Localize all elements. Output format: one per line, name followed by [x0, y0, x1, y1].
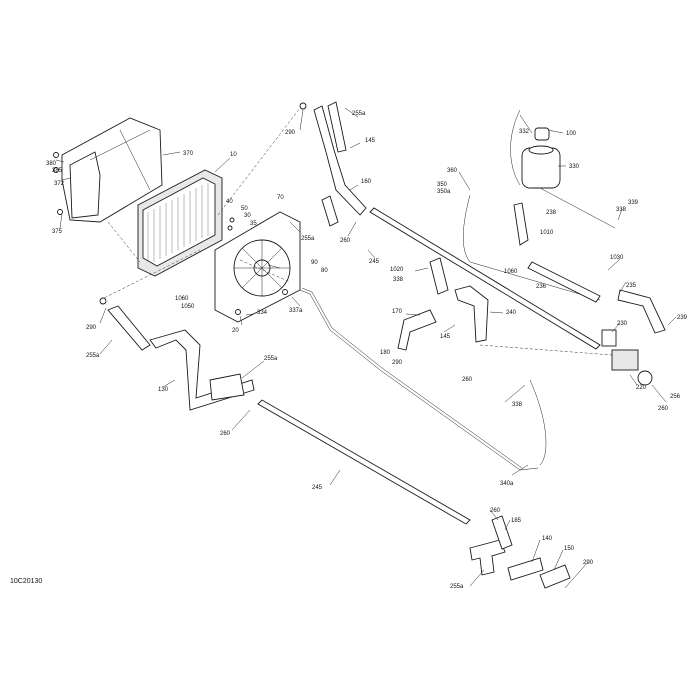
callout: 30: [244, 213, 251, 219]
callout: 255a: [264, 356, 278, 362]
callout: 385: [52, 168, 63, 174]
callout: 145: [440, 334, 451, 340]
callout: 235: [626, 283, 637, 289]
callout: 372: [54, 181, 65, 187]
coolant-expansion-tank: [521, 127, 561, 189]
callout: 238: [546, 210, 557, 216]
callout: 290: [583, 560, 594, 566]
callout: 50: [241, 206, 248, 212]
callout: 140: [542, 536, 553, 542]
callout-labels: 380 385 372 375 370 10 40 50 30 35 70 90…: [46, 111, 688, 590]
callout: 290: [86, 325, 97, 331]
callout: 185: [511, 518, 522, 524]
callout: 340a: [500, 481, 514, 487]
callout: 90: [311, 260, 318, 266]
callout: 245: [312, 485, 323, 491]
callout: 20: [232, 328, 239, 334]
callout: 256: [670, 394, 681, 400]
callout: 375: [52, 229, 63, 235]
fastener: [53, 102, 307, 315]
callout: 338: [616, 207, 627, 213]
callout: 150: [564, 546, 575, 552]
callout: 260: [490, 508, 501, 514]
fan-shroud: [214, 211, 301, 323]
callout: 130: [158, 387, 169, 393]
callout: 70: [277, 195, 284, 201]
tank-return-hose: [513, 202, 666, 334]
callout: 1060: [504, 269, 518, 275]
callout: 236: [536, 284, 547, 290]
callout: 245: [369, 259, 380, 265]
callout: 255a: [450, 584, 464, 590]
callout: 337a: [289, 308, 303, 314]
callout: 338: [512, 402, 523, 408]
diagram-reference-code: 10C20130: [10, 578, 42, 585]
callout: 339: [628, 200, 639, 206]
callout: 170: [392, 309, 403, 315]
callout: 40: [226, 199, 233, 205]
callout-leaders: [55, 107, 677, 589]
tee-fitting: [469, 515, 571, 589]
callout: 255a: [352, 111, 366, 117]
callout: 350a: [437, 189, 451, 195]
callout: 35: [250, 221, 257, 227]
callout: 260: [220, 431, 231, 437]
callout: 180: [380, 350, 391, 356]
callout: 260: [340, 238, 351, 244]
lower-radiator-hose: [107, 305, 255, 411]
callout: 239: [677, 315, 688, 321]
upper-radiator-hose: [313, 101, 367, 227]
callout: 330: [569, 164, 580, 170]
callout: 80: [321, 268, 328, 274]
callout: 338: [393, 277, 404, 283]
callout: 230: [617, 321, 628, 327]
radiator-support-bracket: [61, 117, 163, 223]
callout: 255a: [86, 353, 100, 359]
coolant-pipe-lower: [257, 399, 471, 525]
thermostat-housing: [601, 329, 653, 386]
coolant-pipe-upper: [369, 207, 601, 350]
callout: 1010: [540, 230, 554, 236]
callout: 1050: [181, 304, 195, 310]
callout: 334: [257, 310, 268, 316]
callout: 332: [519, 129, 530, 135]
callout: 1020: [390, 267, 404, 273]
callout: 255a: [301, 236, 315, 242]
callout: 160: [361, 179, 372, 185]
callout: 260: [658, 406, 669, 412]
heater-hose-cluster: [397, 257, 489, 351]
callout: 260: [462, 377, 473, 383]
callout: 290: [285, 130, 296, 136]
callout: 220: [636, 385, 647, 391]
callout: 1030: [610, 255, 624, 261]
callout: 350: [437, 182, 448, 188]
callout: 360: [447, 168, 458, 174]
callout: 1060: [175, 296, 189, 302]
radiator: [137, 169, 223, 277]
callout: 145: [365, 138, 376, 144]
callout: 290: [392, 360, 403, 366]
callout: 10: [230, 152, 237, 158]
callout: 240: [506, 310, 517, 316]
callout: 100: [566, 131, 577, 137]
callout: 380: [46, 161, 57, 167]
callout: 370: [183, 151, 194, 157]
